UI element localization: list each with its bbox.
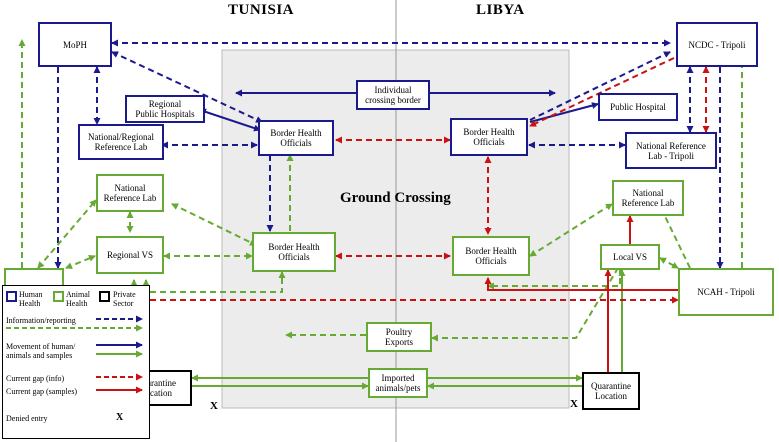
national-reference-lab-ly-node: National Reference Lab [612,180,684,216]
legend-info-label: Information/reporting [6,316,76,325]
quarantine-location-ly-node: Quarantine Location [582,372,640,410]
legend-human-label: Human Health [19,290,43,308]
arrow-ncdc-border-ly [529,51,671,121]
legend-human-swatch [6,291,17,302]
legend-private-swatch [99,291,110,302]
regional-vs-node: Regional VS [96,236,164,274]
arrow-moph-border-tn [111,51,263,123]
regional-public-hospitals-node: Regional Public Hospitals [125,95,205,123]
individual-crossing-border-node: Individual crossing border [356,80,430,110]
legend-denied-label: Denied entry [6,414,48,423]
public-hospital-node: Public Hospital [598,93,678,121]
border-health-officials-ly-human-node: Border Health Officials [450,118,528,156]
legend-gap-info-label: Current gap (info) [6,374,65,383]
legend-private-label: Private Sector [113,290,136,308]
arrow-moavs-natlab [37,199,97,269]
legend-animal-swatch [53,291,64,302]
arrow-moavs-regvs [65,255,96,269]
border-health-officials-ly-animal-node: Border Health Officials [452,236,530,276]
ncah-tripoli-node: NCAH - Tripoli [678,268,774,316]
legend-swatch-lines [6,315,143,394]
legend-animal-label: Animal Health [66,290,90,308]
arrow-ncah-natlab-ly [659,205,691,269]
moph-node: MoPH [38,22,112,67]
denied-entry-marker-tn: X [210,400,218,412]
legend-denied-symbol: X [116,412,124,423]
denied-entry-marker-ly: X [570,398,578,410]
gap-border-ly-animal-ncah [484,277,678,291]
legend: Human Health Animal Health Private Secto… [2,285,150,439]
legend-movement-label: Movement of human/ animals and samples [6,342,76,360]
ncdc-tripoli-node: NCDC - Tripoli [676,22,758,67]
legend-gap-samples-label: Current gap (samples) [6,387,78,396]
arrow-border-ly-natlab [529,203,613,257]
national-reference-lab-tripoli-node: National Reference Lab - Tripoli [625,132,717,169]
national-reference-lab-tn-node: National Reference Lab [96,174,164,212]
arrow-hospitals-border-tn [199,108,261,132]
border-health-officials-tn-animal-node: Border Health Officials [252,232,336,272]
national-regional-reference-lab-node: National/Regional Reference Lab [78,124,164,160]
imported-animals-pets-node: Imported animals/pets [368,368,428,398]
gap-ncdc-border-ly [529,57,675,127]
arrow-poultry-localvs [431,267,619,342]
libya-header: LIBYA [476,2,525,18]
arrow-natlab-border-tn [171,203,257,246]
arrow-localvs-ncah [659,257,679,269]
arrow-border-ly-hospital [529,102,599,123]
local-vs-node: Local VS [600,244,660,270]
ground-crossing-label: Ground Crossing [340,190,451,206]
arrow-moavs-border-tn-animal [90,271,286,293]
tunisia-header: TUNISIA [228,2,295,18]
poultry-exports-node: Poultry Exports [366,322,432,352]
border-health-officials-tn-human-node: Border Health Officials [258,120,334,156]
